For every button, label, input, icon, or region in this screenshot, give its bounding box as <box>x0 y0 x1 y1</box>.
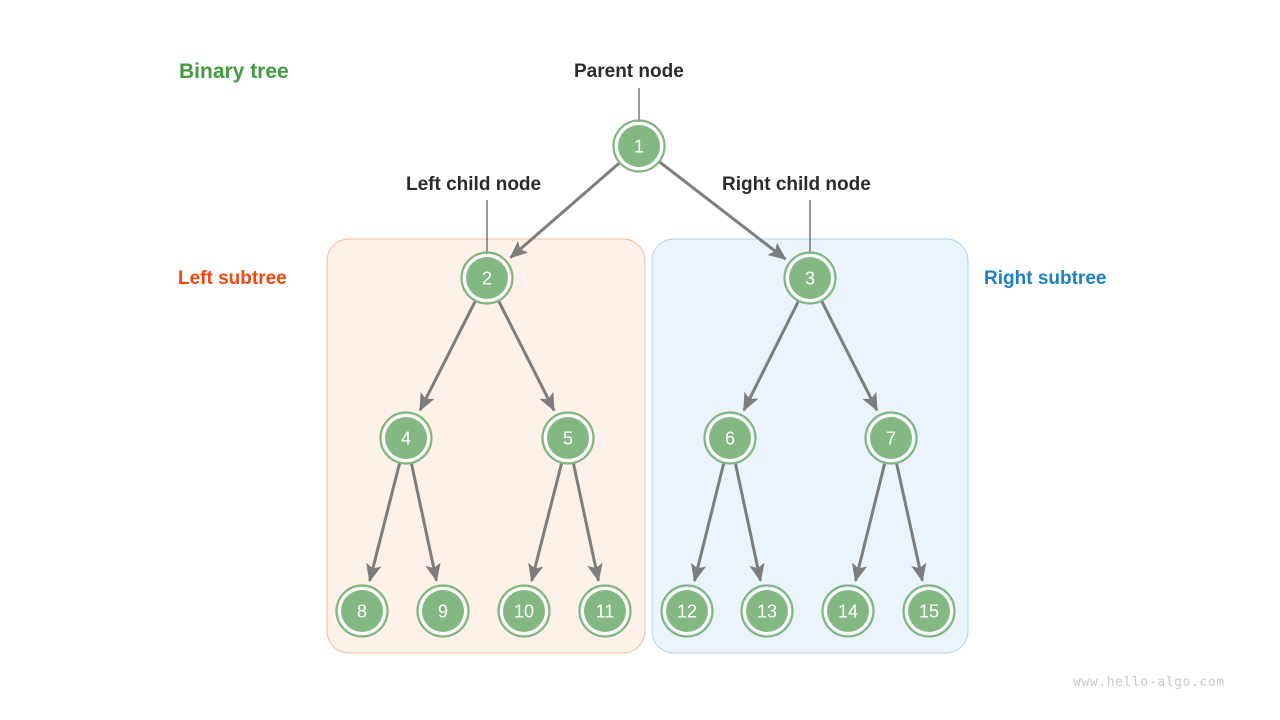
node-body <box>870 417 912 459</box>
node-label: 5 <box>563 429 573 449</box>
tree-edge-7-14 <box>851 462 887 583</box>
tree-node-5[interactable]: 5 <box>541 411 595 465</box>
node-ring <box>379 411 433 465</box>
node-label: 2 <box>482 269 492 289</box>
tree-node-11[interactable]: 11 <box>578 584 632 638</box>
tree-node-6[interactable]: 6 <box>703 411 757 465</box>
tree-edge-5-11 <box>571 463 603 582</box>
subtree-regions <box>326 238 969 654</box>
node-ring <box>612 119 666 173</box>
node-ring <box>497 584 551 638</box>
node-body <box>385 417 427 459</box>
node-ring <box>902 584 956 638</box>
tree-edge-4-9 <box>409 463 441 582</box>
node-label: 8 <box>357 602 367 622</box>
tree-node-12[interactable]: 12 <box>660 584 714 638</box>
node-ring <box>416 584 470 638</box>
tree-edge-7-15 <box>895 463 927 582</box>
tree-node-1[interactable]: 1 <box>612 119 666 173</box>
tree-node-15[interactable]: 15 <box>902 584 956 638</box>
annotation-right-subtree: Right subtree <box>984 268 1107 289</box>
node-label: 6 <box>725 429 735 449</box>
tree-edge-1-2 <box>509 161 621 259</box>
tree-node-3[interactable]: 3 <box>783 251 837 305</box>
tree-node-2[interactable]: 2 <box>460 251 514 305</box>
tree-edge-4-8 <box>366 462 402 583</box>
node-label: 3 <box>805 269 815 289</box>
node-body <box>908 590 950 632</box>
node-body <box>422 590 464 632</box>
tree-edges <box>366 160 927 583</box>
annotation-left-child-node: Left child node <box>406 174 542 195</box>
tree-edge-1-3 <box>658 160 787 261</box>
node-ring <box>578 584 632 638</box>
node-ring <box>660 584 714 638</box>
node-label: 13 <box>757 602 777 622</box>
tree-node-10[interactable]: 10 <box>497 584 551 638</box>
tree-node-4[interactable]: 4 <box>379 411 433 465</box>
node-ring <box>740 584 794 638</box>
tree-edge-3-7 <box>820 300 879 412</box>
node-label: 12 <box>677 602 697 622</box>
tree-edge-5-10 <box>528 462 564 583</box>
left-subtree-region <box>326 238 646 654</box>
tree-node-8[interactable]: 8 <box>335 584 389 638</box>
diagram-title: Binary tree <box>179 60 289 83</box>
node-body <box>746 590 788 632</box>
node-body <box>466 257 508 299</box>
node-body <box>547 417 589 459</box>
node-ring <box>460 251 514 305</box>
tree-edge-2-4 <box>418 300 477 412</box>
node-label: 4 <box>401 429 411 449</box>
node-label: 10 <box>514 602 534 622</box>
tree-edge-6-12 <box>690 462 726 583</box>
node-body <box>789 257 831 299</box>
tree-edge-3-6 <box>742 300 800 412</box>
annotation-right-child-node: Right child node <box>722 174 871 195</box>
annotation-leader-lines <box>486 88 811 254</box>
watermark: www.hello-algo.com <box>1073 675 1225 690</box>
node-body <box>341 590 383 632</box>
node-label: 7 <box>886 429 896 449</box>
node-label: 14 <box>838 602 858 622</box>
node-body <box>618 125 660 167</box>
node-ring <box>703 411 757 465</box>
node-body <box>584 590 626 632</box>
annotation-left-subtree: Left subtree <box>178 268 287 289</box>
node-label: 11 <box>596 602 615 622</box>
node-body <box>827 590 869 632</box>
node-ring <box>821 584 875 638</box>
node-body <box>709 417 751 459</box>
tree-edge-6-13 <box>733 463 765 582</box>
tree-node-14[interactable]: 14 <box>821 584 875 638</box>
node-ring <box>783 251 837 305</box>
tree-node-13[interactable]: 13 <box>740 584 794 638</box>
annotation-parent-node: Parent node <box>574 61 684 82</box>
node-body <box>503 590 545 632</box>
node-label: 9 <box>438 602 448 622</box>
node-body <box>666 590 708 632</box>
tree-edge-2-5 <box>497 300 556 412</box>
node-label: 15 <box>919 602 939 622</box>
tree-node-9[interactable]: 9 <box>416 584 470 638</box>
node-ring <box>541 411 595 465</box>
node-label: 1 <box>634 137 644 157</box>
node-ring <box>335 584 389 638</box>
node-ring <box>864 411 918 465</box>
tree-node-7[interactable]: 7 <box>864 411 918 465</box>
